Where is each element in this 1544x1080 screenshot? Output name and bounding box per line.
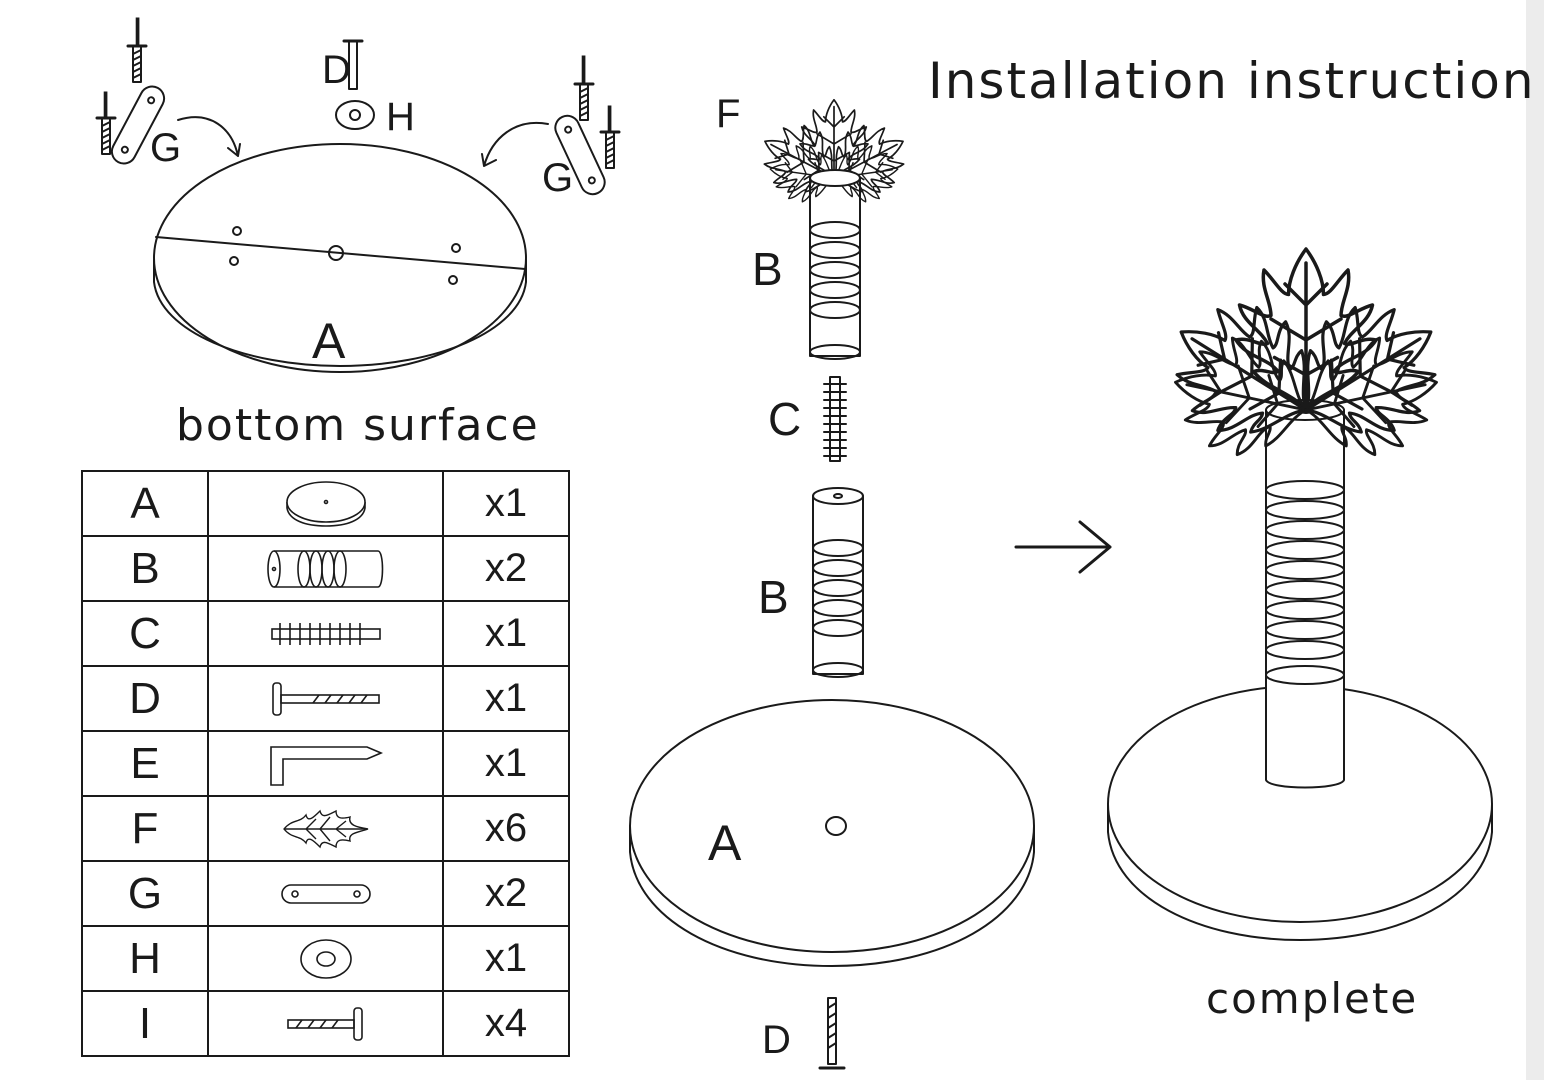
arrow-right xyxy=(481,121,549,167)
part-quantity: x2 xyxy=(442,860,570,927)
complete-post xyxy=(1265,399,1345,789)
complete-caption: complete xyxy=(1206,974,1419,1023)
label-h: H xyxy=(386,95,415,139)
complete-base-side xyxy=(1107,803,1493,941)
label-g: G xyxy=(150,126,182,170)
short-screw-icon xyxy=(286,1006,363,1041)
bolt-d xyxy=(342,39,364,90)
part-letter: D xyxy=(81,665,209,732)
leaf-cluster-small xyxy=(748,98,920,209)
label-d: D xyxy=(322,48,351,92)
table-row: A x1 xyxy=(81,470,570,537)
table-row: G x2 xyxy=(81,860,570,927)
table-row: B x2 xyxy=(81,535,570,602)
part-illustration xyxy=(207,535,444,602)
part-illustration xyxy=(207,665,444,732)
bolt-icon xyxy=(271,681,380,716)
bracket-plate-icon xyxy=(280,883,371,904)
part-illustration xyxy=(207,990,444,1057)
table-row: H x1 xyxy=(81,925,570,992)
label-b: B xyxy=(758,571,789,623)
table-row: F x6 xyxy=(81,795,570,862)
base-disc-top xyxy=(153,143,527,373)
screw-hole xyxy=(448,275,458,285)
bracket-plate-left xyxy=(110,85,166,165)
part-quantity: x2 xyxy=(442,535,570,602)
table-row: D x1 xyxy=(81,665,570,732)
page-edge-strip xyxy=(1526,0,1544,1080)
label-g: G xyxy=(542,156,574,200)
part-quantity: x1 xyxy=(442,925,570,992)
label-i: I xyxy=(132,10,144,54)
part-quantity: x1 xyxy=(442,665,570,732)
double-screw-icon xyxy=(270,622,381,645)
label-i: I xyxy=(604,98,616,142)
washer-h xyxy=(335,100,375,130)
base-disc-exploded xyxy=(629,699,1035,967)
arrow-left xyxy=(177,116,241,157)
complete-view xyxy=(1107,247,1493,941)
part-illustration xyxy=(207,600,444,667)
part-letter: G xyxy=(81,860,209,927)
part-letter: E xyxy=(81,730,209,797)
bracket-plate-right xyxy=(554,114,606,196)
part-quantity: x1 xyxy=(442,470,570,537)
post-tube-icon xyxy=(266,549,383,588)
table-row: C x1 xyxy=(81,600,570,667)
label-d: D xyxy=(762,1018,791,1062)
screw-hole xyxy=(451,243,461,253)
part-quantity: x4 xyxy=(442,990,570,1057)
bottom-surface-caption: bottom surface xyxy=(176,400,540,451)
center-hole xyxy=(328,245,344,261)
double-screw-c xyxy=(823,376,847,462)
upper-post-tube xyxy=(809,169,861,360)
label-i: I xyxy=(578,48,590,92)
base-disc-icon xyxy=(285,480,366,527)
part-quantity: x6 xyxy=(442,795,570,862)
post-top-hole xyxy=(1299,406,1313,414)
label-a: A xyxy=(312,313,346,369)
leaf-icon xyxy=(282,809,368,848)
hex-key-icon xyxy=(269,745,383,786)
washer-icon xyxy=(299,938,352,979)
base-disc-side xyxy=(153,259,527,367)
bolt-d-lower xyxy=(818,997,846,1070)
part-letter: H xyxy=(81,925,209,992)
label-c: C xyxy=(768,393,802,445)
label-b: B xyxy=(752,243,783,295)
part-illustration xyxy=(207,730,444,797)
part-quantity: x1 xyxy=(442,730,570,797)
bottom-surface-view xyxy=(95,39,621,373)
arrow-to-complete xyxy=(1014,520,1112,574)
part-letter: A xyxy=(81,470,209,537)
part-letter: C xyxy=(81,600,209,667)
part-letter: B xyxy=(81,535,209,602)
table-row: E x1 xyxy=(81,730,570,797)
bottom-groove-line xyxy=(155,236,526,270)
label-a: A xyxy=(708,815,742,871)
part-illustration xyxy=(207,470,444,537)
lower-post-tube xyxy=(812,487,864,678)
part-illustration xyxy=(207,860,444,927)
parts-list-table: A x1 B xyxy=(81,470,570,1057)
washer-h-hole xyxy=(349,109,361,121)
part-letter: I xyxy=(81,990,209,1057)
part-illustration xyxy=(207,795,444,862)
screw-hole xyxy=(232,226,242,236)
part-letter: F xyxy=(81,795,209,862)
page-title: Installation instruction xyxy=(928,52,1536,110)
label-f: F xyxy=(716,92,741,136)
screw-hole xyxy=(229,256,239,266)
part-quantity: x1 xyxy=(442,600,570,667)
part-illustration xyxy=(207,925,444,992)
table-row: I x4 xyxy=(81,990,570,1057)
exploded-view xyxy=(629,98,1035,1070)
label-i: I xyxy=(100,84,112,128)
